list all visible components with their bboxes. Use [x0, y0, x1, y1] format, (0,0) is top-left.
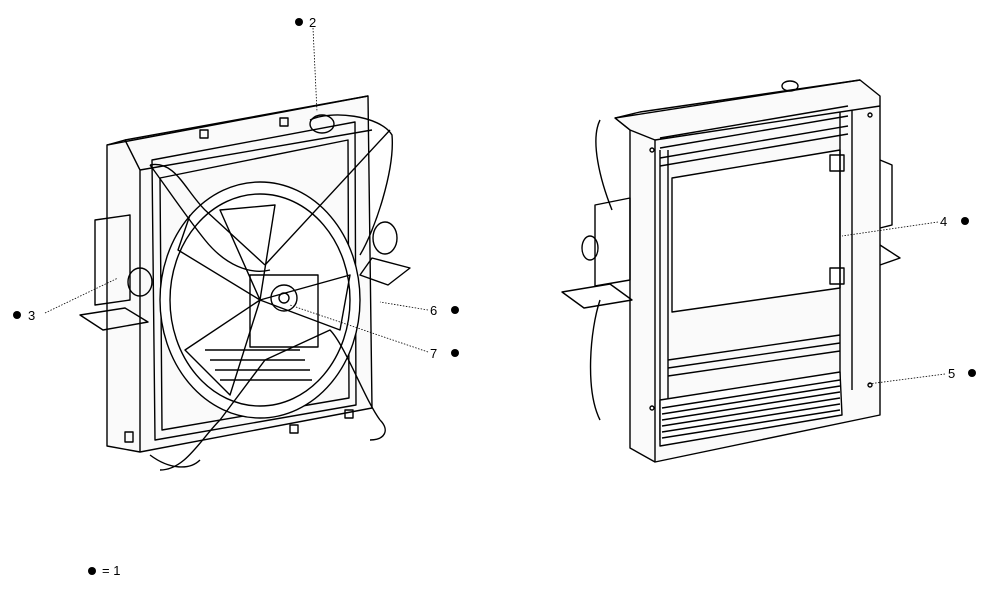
callout-label: 2 [309, 15, 316, 30]
callout-label: 6 [430, 303, 437, 318]
callout-7: 7 [430, 346, 459, 361]
quantity-legend: = 1 [88, 563, 120, 578]
callout-bullet [451, 306, 459, 314]
radiator-assembly-core-side [561, 79, 901, 463]
callout-4: 4 [940, 214, 969, 229]
callout-6: 6 [430, 303, 459, 318]
callout-label: 7 [430, 346, 437, 361]
callout-bullet [13, 311, 21, 319]
callout-label: 3 [28, 308, 35, 323]
callout-bullet [295, 18, 303, 26]
legend-text: = 1 [102, 563, 121, 578]
callout-bullet [968, 369, 976, 377]
callout-5: 5 [948, 366, 976, 381]
radiator-assembly-fan-side [79, 95, 411, 471]
callout-bullet [961, 217, 969, 225]
callout-3: 3 [13, 308, 35, 323]
callout-2: 2 [295, 15, 316, 30]
legend-bullet-icon [88, 566, 96, 575]
callout-bullet [451, 349, 459, 357]
callout-label: 5 [948, 366, 955, 381]
callout-label: 4 [940, 214, 947, 229]
leader-lines [44, 27, 946, 385]
